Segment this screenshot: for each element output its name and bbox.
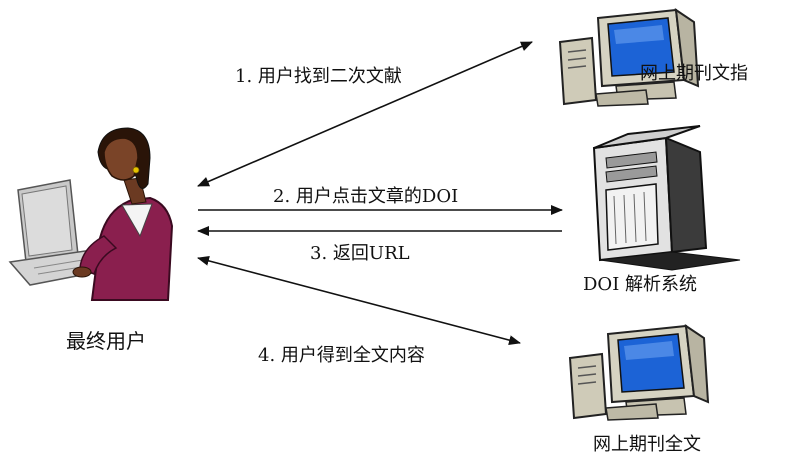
arrow-step-4 xyxy=(197,255,521,346)
server-tower-icon xyxy=(592,125,741,271)
step-2-label: 2. 用户点击文章的DOI xyxy=(273,186,459,207)
secondary-literature-site-label: 网上期刊文指 xyxy=(640,63,748,84)
arrow-step-1 xyxy=(197,41,533,187)
doi-system-label: DOI 解析系统 xyxy=(583,274,698,295)
desktop-computer-icon xyxy=(568,323,710,421)
desktop-computer-icon xyxy=(558,7,700,107)
step-3-label: 3. 返回URL xyxy=(310,243,410,264)
step-1-label: 1. 用户找到二次文献 xyxy=(235,66,402,87)
person-at-computer-icon xyxy=(8,127,174,301)
end-user-label: 最终用户 xyxy=(66,329,146,353)
fulltext-site-label: 网上期刊全文 xyxy=(593,434,701,455)
step-4-label: 4. 用户得到全文内容 xyxy=(258,345,425,366)
